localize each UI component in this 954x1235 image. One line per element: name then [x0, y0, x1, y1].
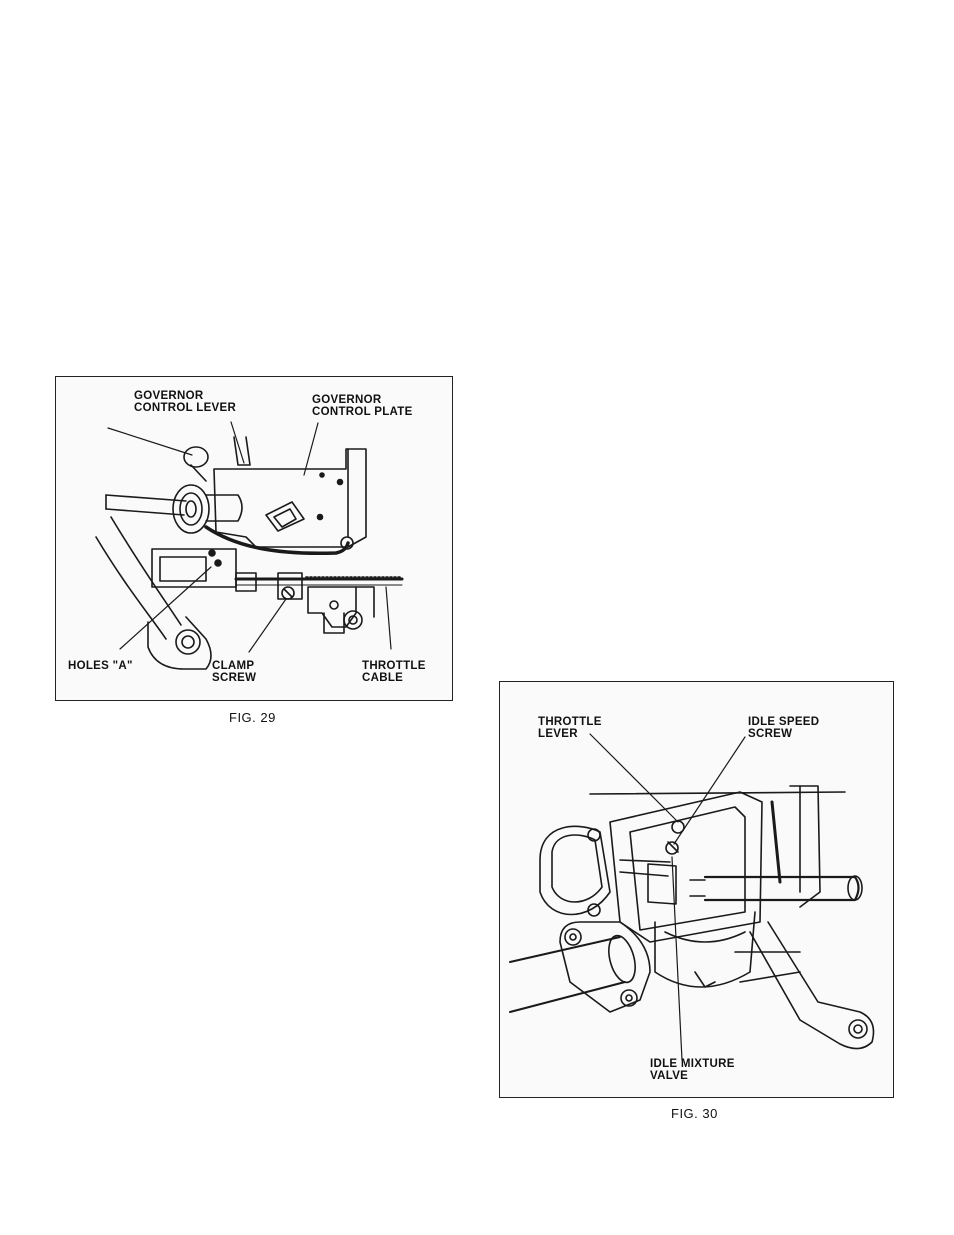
- figure-29-drawing: [56, 377, 452, 700]
- label-idle-speed-screw: IDLE SPEED SCREW: [748, 716, 819, 740]
- figure-30-frame: [499, 681, 894, 1098]
- figure-29-frame: [55, 376, 453, 701]
- label-clamp-screw: CLAMP SCREW: [212, 660, 256, 684]
- label-throttle-cable: THROTTLE CABLE: [362, 660, 426, 684]
- figure-29-caption: FIG. 29: [229, 710, 276, 725]
- figure-30-drawing: [500, 682, 893, 1097]
- figure-30-caption: FIG. 30: [671, 1106, 718, 1121]
- label-governor-control-plate: GOVERNOR CONTROL PLATE: [312, 394, 413, 418]
- label-idle-mixture-valve: IDLE MIXTURE VALVE: [650, 1058, 735, 1082]
- label-holes-a: HOLES "A": [68, 660, 133, 672]
- label-governor-control-lever: GOVERNOR CONTROL LEVER: [134, 390, 236, 414]
- label-throttle-lever: THROTTLE LEVER: [538, 716, 602, 740]
